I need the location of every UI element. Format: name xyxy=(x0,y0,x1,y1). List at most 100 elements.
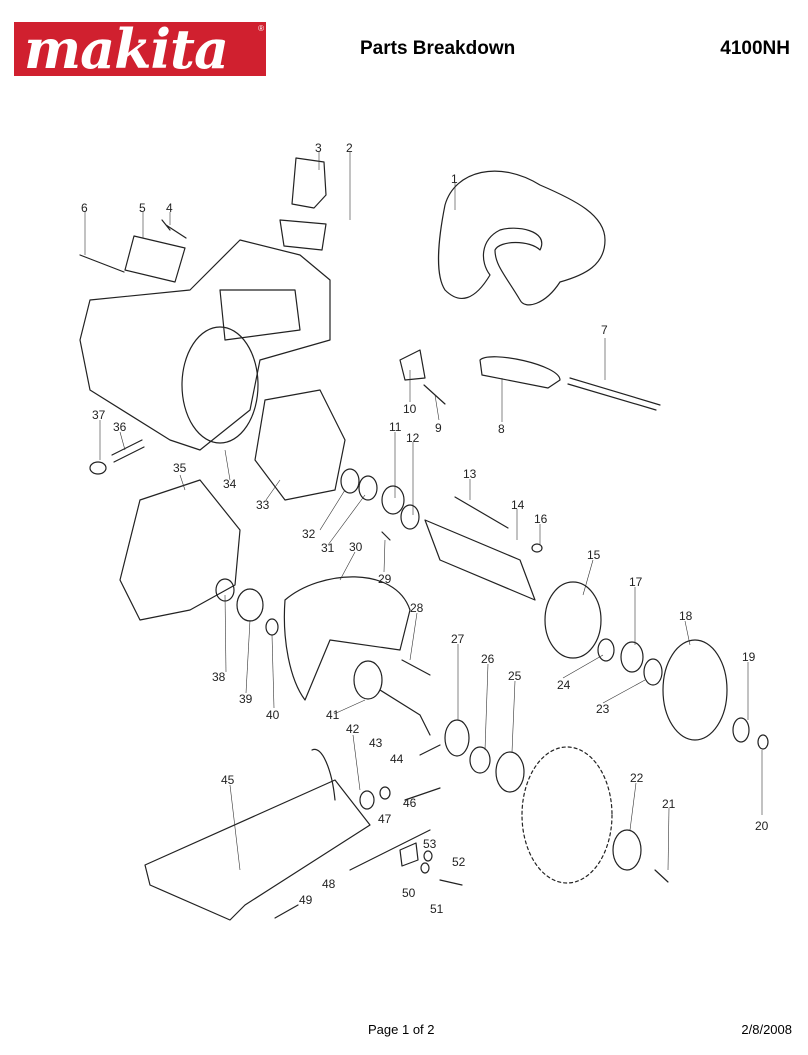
callout-39: 39 xyxy=(239,692,253,706)
callout-16: 16 xyxy=(534,512,548,526)
logo-text: makita xyxy=(24,17,229,81)
part-ring-20 xyxy=(757,734,769,750)
callout-20: 20 xyxy=(755,819,769,833)
part-collar-42 xyxy=(359,790,375,810)
part-base xyxy=(144,779,371,921)
part-screw-9 xyxy=(423,384,446,405)
part-bracket-10 xyxy=(399,349,426,381)
callout-44: 44 xyxy=(390,752,404,766)
saw-blade xyxy=(521,746,613,884)
registered-mark: ® xyxy=(258,24,264,33)
callout-28: 28 xyxy=(410,601,424,615)
callout-31: 31 xyxy=(321,541,335,555)
callout-46: 46 xyxy=(403,796,417,810)
part-wing-nut-52 xyxy=(439,879,463,886)
makita-logo: makita ® xyxy=(14,18,266,80)
callout-4: 4 xyxy=(166,201,173,215)
callout-17: 17 xyxy=(629,575,643,589)
callout-29: 29 xyxy=(378,572,392,586)
callout-50: 50 xyxy=(402,886,416,900)
part-flange-25 xyxy=(495,751,525,793)
callout-11: 11 xyxy=(389,420,402,434)
part-gear-39 xyxy=(236,588,264,622)
callout-6: 6 xyxy=(81,201,88,215)
part-washer-47 xyxy=(379,786,391,800)
callout-41: 41 xyxy=(326,708,340,722)
callout-24: 24 xyxy=(557,678,571,692)
part-bearing-41 xyxy=(353,660,383,700)
part-screw-28 xyxy=(401,659,431,676)
callout-15: 15 xyxy=(587,548,601,562)
housing-window xyxy=(219,289,301,341)
callout-23: 23 xyxy=(596,702,610,716)
document-date: 2/8/2008 xyxy=(741,1022,792,1037)
part-bolt-46 xyxy=(404,787,441,801)
part-rod-48 xyxy=(349,829,431,871)
callout-40: 40 xyxy=(266,708,280,722)
callout-5: 5 xyxy=(139,201,146,215)
part-screw-4 xyxy=(161,219,187,239)
part-bearing-11 xyxy=(381,485,405,515)
model-number: 4100NH xyxy=(720,38,790,59)
callout-1: 1 xyxy=(451,172,458,186)
callout-9: 9 xyxy=(435,421,442,435)
part-armature xyxy=(424,519,536,601)
part-key-29 xyxy=(381,531,391,541)
callout-35: 35 xyxy=(173,461,187,475)
callout-7: 7 xyxy=(601,323,608,337)
callout-12: 12 xyxy=(406,431,420,445)
part-pin-49 xyxy=(274,904,299,919)
callout-numbers: 1 2 3 4 5 6 7 8 9 10 11 12 13 14 15 16 1… xyxy=(81,141,769,916)
part-screw-13 xyxy=(454,496,509,529)
part-ring-23 xyxy=(643,658,663,686)
part-ring-24 xyxy=(597,638,615,662)
logo-box: makita ® xyxy=(14,18,266,80)
housing-opening xyxy=(181,326,259,444)
callout-13: 13 xyxy=(463,467,477,481)
callout-37: 37 xyxy=(92,408,106,422)
part-bearing-box xyxy=(662,639,728,741)
part-handle-cover xyxy=(438,170,606,306)
callout-49: 49 xyxy=(299,893,313,907)
part-gear-housing xyxy=(119,479,241,621)
callout-32: 32 xyxy=(302,527,316,541)
callout-33: 33 xyxy=(256,498,270,512)
part-cord-guard xyxy=(479,356,561,389)
page-indicator: Page 1 of 2 xyxy=(368,1022,435,1037)
callout-18: 18 xyxy=(679,609,693,623)
callout-21: 21 xyxy=(662,797,676,811)
callout-22: 22 xyxy=(630,771,644,785)
callout-47: 47 xyxy=(378,812,392,826)
callout-52: 52 xyxy=(452,855,466,869)
callout-53: 53 xyxy=(423,837,437,851)
part-motor-housing xyxy=(79,239,331,451)
part-washer-31 xyxy=(358,475,378,501)
part-switch xyxy=(291,157,327,209)
callout-45: 45 xyxy=(221,773,235,787)
part-flange-22 xyxy=(612,829,642,871)
part-ring-40 xyxy=(265,618,279,636)
callout-48: 48 xyxy=(322,877,336,891)
part-plate-50 xyxy=(399,842,419,867)
part-blade-case xyxy=(283,576,411,701)
callout-19: 19 xyxy=(742,650,756,664)
part-ring-32 xyxy=(340,468,360,494)
part-ring-26 xyxy=(469,746,491,774)
callout-43: 43 xyxy=(369,736,383,750)
callout-42: 42 xyxy=(346,722,360,736)
callout-8: 8 xyxy=(498,422,505,436)
callout-38: 38 xyxy=(212,670,226,684)
callout-36: 36 xyxy=(113,420,127,434)
callout-34: 34 xyxy=(223,477,237,491)
part-screw-6 xyxy=(79,254,125,273)
callout-30: 30 xyxy=(349,540,363,554)
part-washer-51 xyxy=(420,862,430,874)
part-ring-12 xyxy=(400,504,420,530)
part-label-5 xyxy=(124,235,186,283)
callout-10: 10 xyxy=(403,402,417,416)
callout-26: 26 xyxy=(481,652,495,666)
part-cap-37 xyxy=(89,461,107,475)
part-spindle xyxy=(379,689,431,736)
part-guide xyxy=(311,748,336,801)
